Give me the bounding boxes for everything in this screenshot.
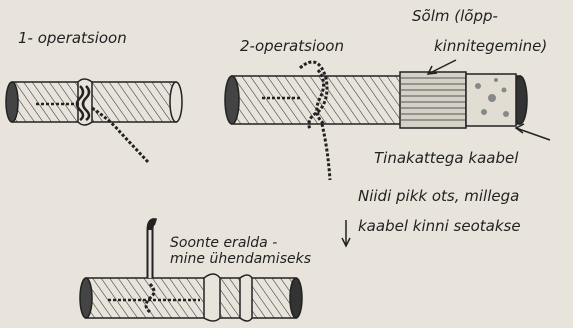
label-knot-line2: kinnitegemine) xyxy=(434,38,547,55)
label-op2: 2-operatsioon xyxy=(240,38,344,55)
label-sep-line2: mine ühendamiseks xyxy=(170,252,311,267)
label-tin-cable: Tinakattega kaabel xyxy=(374,150,518,167)
label-thread-line2: kaabel kinni seotakse xyxy=(358,218,521,235)
label-sep-line1: Soonte eralda - xyxy=(170,236,277,251)
label-op1: 1- operatsioon xyxy=(18,30,127,47)
op1-cable xyxy=(6,79,182,162)
label-knot-line1: Sõlm (lõpp- xyxy=(412,8,498,25)
label-thread-line1: Niidi pikk ots, millega xyxy=(358,188,519,205)
